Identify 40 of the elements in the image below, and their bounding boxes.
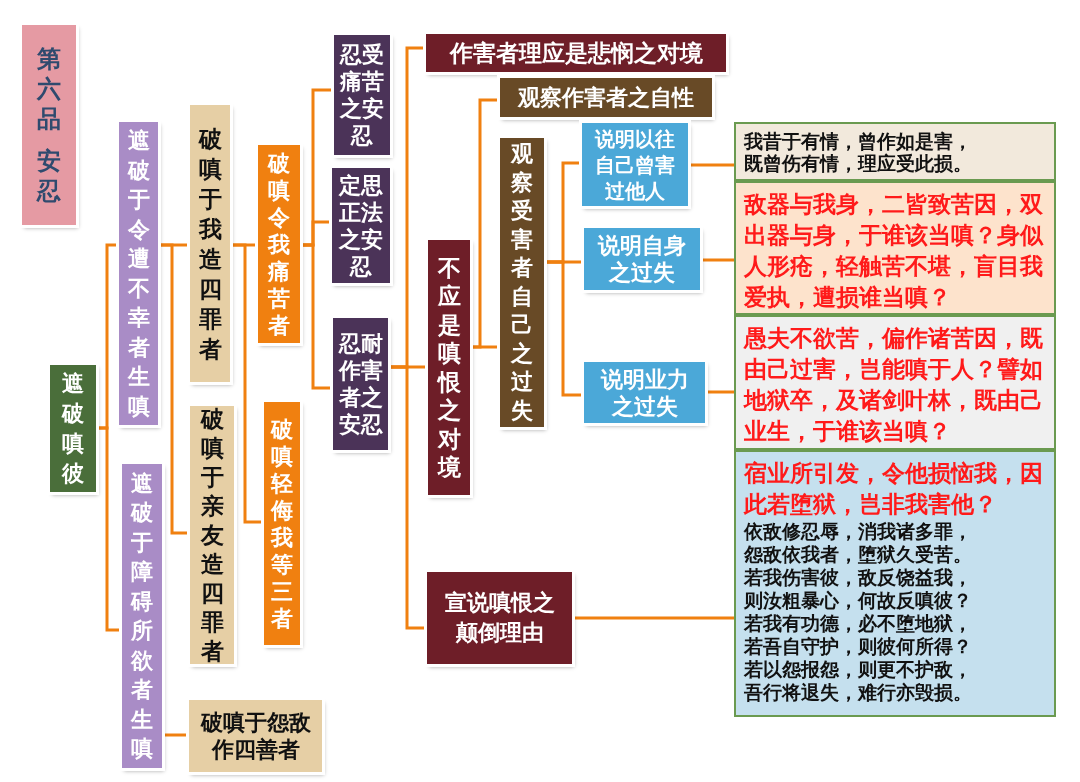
connector-line [300, 243, 333, 390]
connector-line [705, 390, 734, 394]
topic-box: 说明自身之过失 [584, 228, 700, 290]
connector-line [572, 616, 734, 620]
topic-box: 观察作害者之自性 [500, 78, 712, 117]
title-text: 安忍 [35, 145, 62, 206]
connector-line [388, 365, 427, 630]
topic-box: 忍受痛苦之安忍 [334, 35, 390, 155]
connector-line [470, 345, 500, 349]
topic-box: 说明业力之过失 [584, 362, 705, 423]
topic-box: 忍耐作害者之安忍 [333, 318, 388, 450]
connector-line [230, 243, 264, 524]
connector-line [96, 426, 122, 632]
topic-box: 破嗔于怨敌作四善者 [189, 700, 322, 772]
topic-box: 破嗔于亲友造四罪者 [190, 406, 234, 664]
connector-line [158, 243, 190, 535]
topic-box: 观察受害者自己之过失 [500, 138, 544, 427]
connector-line [162, 733, 189, 737]
topic-box: 作害者理应是悲悯之对境 [426, 34, 726, 72]
topic-box: 破嗔轻侮我等三者 [264, 402, 300, 645]
connector-line [688, 163, 734, 167]
verse-box: 我昔于有情，曾作如是害，既曾伤有情，理应受此损。 [734, 122, 1056, 181]
topic-box: 遮破嗔彼 [50, 365, 96, 492]
verse-box: 敌器与我身，二皆致苦因，双出器与身，于谁该当嗔？身似人形疮，轻触苦不堪，盲目我爱执，遭损谁当嗔？ [734, 181, 1056, 315]
verse-box: 愚夫不欲苦，偏作诸苦因，既由己过害，岂能嗔于人？譬如地狱卒，及诸剑叶林，既由己业生，于谁该当嗔？ [734, 315, 1056, 450]
topic-box: 不应是嗔恨之对境 [428, 240, 470, 495]
topic-box: 说明以往自己曾害过他人 [582, 123, 688, 206]
topic-box: 破嗔于我造四罪者 [190, 105, 230, 382]
connector-line [544, 260, 584, 397]
title-box [22, 25, 76, 225]
topic-box: 破嗔令我痛苦者 [258, 145, 300, 343]
topic-box: 遮破于令遭不幸者生嗔 [119, 122, 158, 425]
connector-line [700, 258, 734, 262]
verse-text: 依敌修忍辱，消我诸多罪，怨敌依我者，堕狱久受苦。若我伤害彼，敌反饶益我，则汝粗暴心，何故反嗔彼？若我有功德，必不堕地狱，若吾自守护，则彼何所得？若以怨报怨，则更不护敌，吾行将退失，难行亦毁损。 [744, 520, 973, 704]
title-text: 第六品 [35, 44, 62, 135]
topic-box: 定思正法之安忍 [332, 168, 390, 283]
topic-box: 遮破于障碍所欲者生嗔 [122, 464, 162, 768]
topic-box: 宣说嗔恨之颠倒理由 [427, 572, 572, 664]
verse-text: 宿业所引发，令他损恼我，因此若堕狱，岂非我害他？ [744, 459, 1044, 519]
verse-panel [734, 450, 1056, 717]
